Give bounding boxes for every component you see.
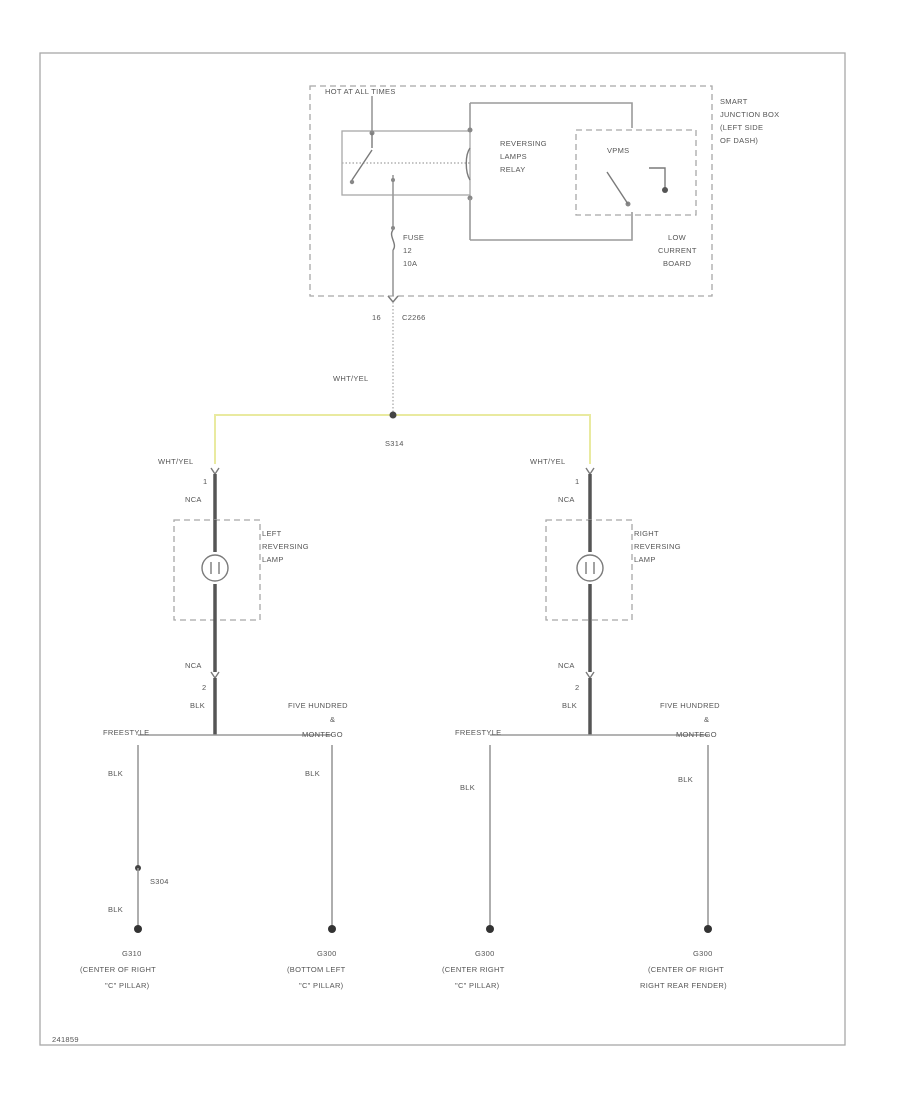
- left-lamp-box: [173, 519, 261, 621]
- connector-c2266-label: C2266: [402, 313, 426, 322]
- svg-text:FIVE HUNDRED: FIVE HUNDRED: [288, 701, 348, 710]
- svg-text:&: &: [704, 715, 709, 724]
- svg-text:RIGHT REAR FENDER): RIGHT REAR FENDER): [640, 981, 727, 990]
- svg-text:BLK: BLK: [460, 783, 475, 792]
- left-lamp-circuit: WHT/YEL 1 NCA NCA 2 BLK: [158, 457, 261, 735]
- vpms-switch: [606, 167, 668, 207]
- junction-box-name: SMART JUNCTION BOX (LEFT SIDE OF DASH): [720, 97, 779, 145]
- left-lamp-bulb: [201, 554, 229, 582]
- svg-text:BLK: BLK: [678, 775, 693, 784]
- right-lamp-bulb: [576, 554, 604, 582]
- svg-text:BLK: BLK: [305, 769, 320, 778]
- svg-text:1: 1: [575, 477, 579, 486]
- connector-c2266: [387, 295, 399, 304]
- connector-pin-label: 16: [372, 313, 381, 322]
- svg-text:(CENTER OF RIGHT: (CENTER OF RIGHT: [80, 965, 156, 974]
- svg-text:RIGHT: RIGHT: [634, 529, 659, 538]
- svg-text:MONTEGO: MONTEGO: [302, 730, 343, 739]
- svg-text:(BOTTOM LEFT: (BOTTOM LEFT: [287, 965, 346, 974]
- svg-text:G300: G300: [475, 949, 495, 958]
- svg-text:NCA: NCA: [558, 661, 575, 670]
- svg-text:REVERSING: REVERSING: [500, 139, 547, 148]
- svg-text:"C" PILLAR): "C" PILLAR): [455, 981, 500, 990]
- svg-text:BLK: BLK: [190, 701, 205, 710]
- svg-text:LAMP: LAMP: [262, 555, 284, 564]
- ground-g300-center-right: BLK G300 (CENTER RIGHT "C" PILLAR): [442, 745, 505, 990]
- fuse-label: FUSE 12 10A: [403, 233, 424, 268]
- svg-text:10A: 10A: [403, 259, 417, 268]
- svg-text:REVERSING: REVERSING: [262, 542, 309, 551]
- branch-five-hundred-1: FIVE HUNDRED & MONTEGO: [288, 701, 348, 739]
- fuse-12: [390, 175, 396, 296]
- relay-label: REVERSING LAMPS RELAY: [500, 139, 547, 174]
- svg-text:JUNCTION BOX: JUNCTION BOX: [720, 110, 779, 119]
- right-lamp-label: RIGHT REVERSING LAMP: [634, 529, 681, 564]
- branch-freestyle-1: FREESTYLE: [103, 728, 149, 737]
- splice-branch-wire: [214, 414, 591, 464]
- svg-text:SMART: SMART: [720, 97, 748, 106]
- splice-s314-label: S314: [385, 439, 404, 448]
- figure-id: 241859: [52, 1035, 79, 1044]
- vpms-label: VPMS: [607, 146, 629, 155]
- splice-s314: [389, 411, 397, 419]
- svg-text:2: 2: [202, 683, 206, 692]
- svg-text:&: &: [330, 715, 335, 724]
- svg-text:S304: S304: [150, 877, 169, 886]
- junction-box-outline: [309, 85, 713, 297]
- svg-text:RELAY: RELAY: [500, 165, 526, 174]
- relay-coil: [465, 103, 473, 240]
- svg-text:OF DASH): OF DASH): [720, 136, 758, 145]
- svg-text:1: 1: [203, 477, 207, 486]
- svg-text:LOW: LOW: [668, 233, 687, 242]
- left-lamp-label: LEFT REVERSING LAMP: [262, 529, 309, 564]
- svg-text:(LEFT SIDE: (LEFT SIDE: [720, 123, 763, 132]
- svg-text:G310: G310: [122, 949, 142, 958]
- branch-five-hundred-2: FIVE HUNDRED & MONTEGO: [660, 701, 720, 739]
- svg-text:BLK: BLK: [562, 701, 577, 710]
- svg-text:NCA: NCA: [558, 495, 575, 504]
- svg-text:"C" PILLAR): "C" PILLAR): [299, 981, 344, 990]
- svg-text:BLK: BLK: [108, 769, 123, 778]
- svg-text:BOARD: BOARD: [663, 259, 691, 268]
- feed-wire-color-label: WHT/YEL: [333, 374, 368, 383]
- vpms-box: [575, 129, 697, 216]
- low-current-board-label: LOW CURRENT BOARD: [658, 233, 697, 268]
- svg-text:LEFT: LEFT: [262, 529, 282, 538]
- relay-switch-contact: [351, 149, 373, 181]
- svg-text:LAMP: LAMP: [634, 555, 656, 564]
- hot-at-all-times-label: HOT AT ALL TIMES: [325, 87, 396, 96]
- diagram-frame: [39, 52, 846, 1046]
- svg-text:G300: G300: [317, 949, 337, 958]
- svg-text:2: 2: [575, 683, 579, 692]
- branch-freestyle-2: FREESTYLE: [455, 728, 501, 737]
- svg-text:CURRENT: CURRENT: [658, 246, 697, 255]
- svg-text:REVERSING: REVERSING: [634, 542, 681, 551]
- svg-text:WHT/YEL: WHT/YEL: [158, 457, 193, 466]
- svg-text:FUSE: FUSE: [403, 233, 424, 242]
- svg-text:FIVE HUNDRED: FIVE HUNDRED: [660, 701, 720, 710]
- svg-text:LAMPS: LAMPS: [500, 152, 527, 161]
- svg-text:WHT/YEL: WHT/YEL: [530, 457, 565, 466]
- ground-g310: BLK S304 BLK G310 (CENTER OF RIGHT "C" P…: [80, 745, 169, 990]
- svg-text:NCA: NCA: [185, 495, 202, 504]
- svg-text:MONTEGO: MONTEGO: [676, 730, 717, 739]
- svg-text:12: 12: [403, 246, 412, 255]
- right-lamp-circuit: WHT/YEL 1 NCA NCA 2 BLK: [530, 457, 633, 735]
- svg-text:G300: G300: [693, 949, 713, 958]
- svg-text:(CENTER RIGHT: (CENTER RIGHT: [442, 965, 505, 974]
- svg-text:(CENTER OF RIGHT: (CENTER OF RIGHT: [648, 965, 724, 974]
- svg-text:"C" PILLAR): "C" PILLAR): [105, 981, 150, 990]
- ground-g300-rear-fender: BLK G300 (CENTER OF RIGHT RIGHT REAR FEN…: [640, 745, 727, 990]
- svg-text:BLK: BLK: [108, 905, 123, 914]
- ground-g300-bottom-left: BLK G300 (BOTTOM LEFT "C" PILLAR): [287, 745, 346, 990]
- svg-text:NCA: NCA: [185, 661, 202, 670]
